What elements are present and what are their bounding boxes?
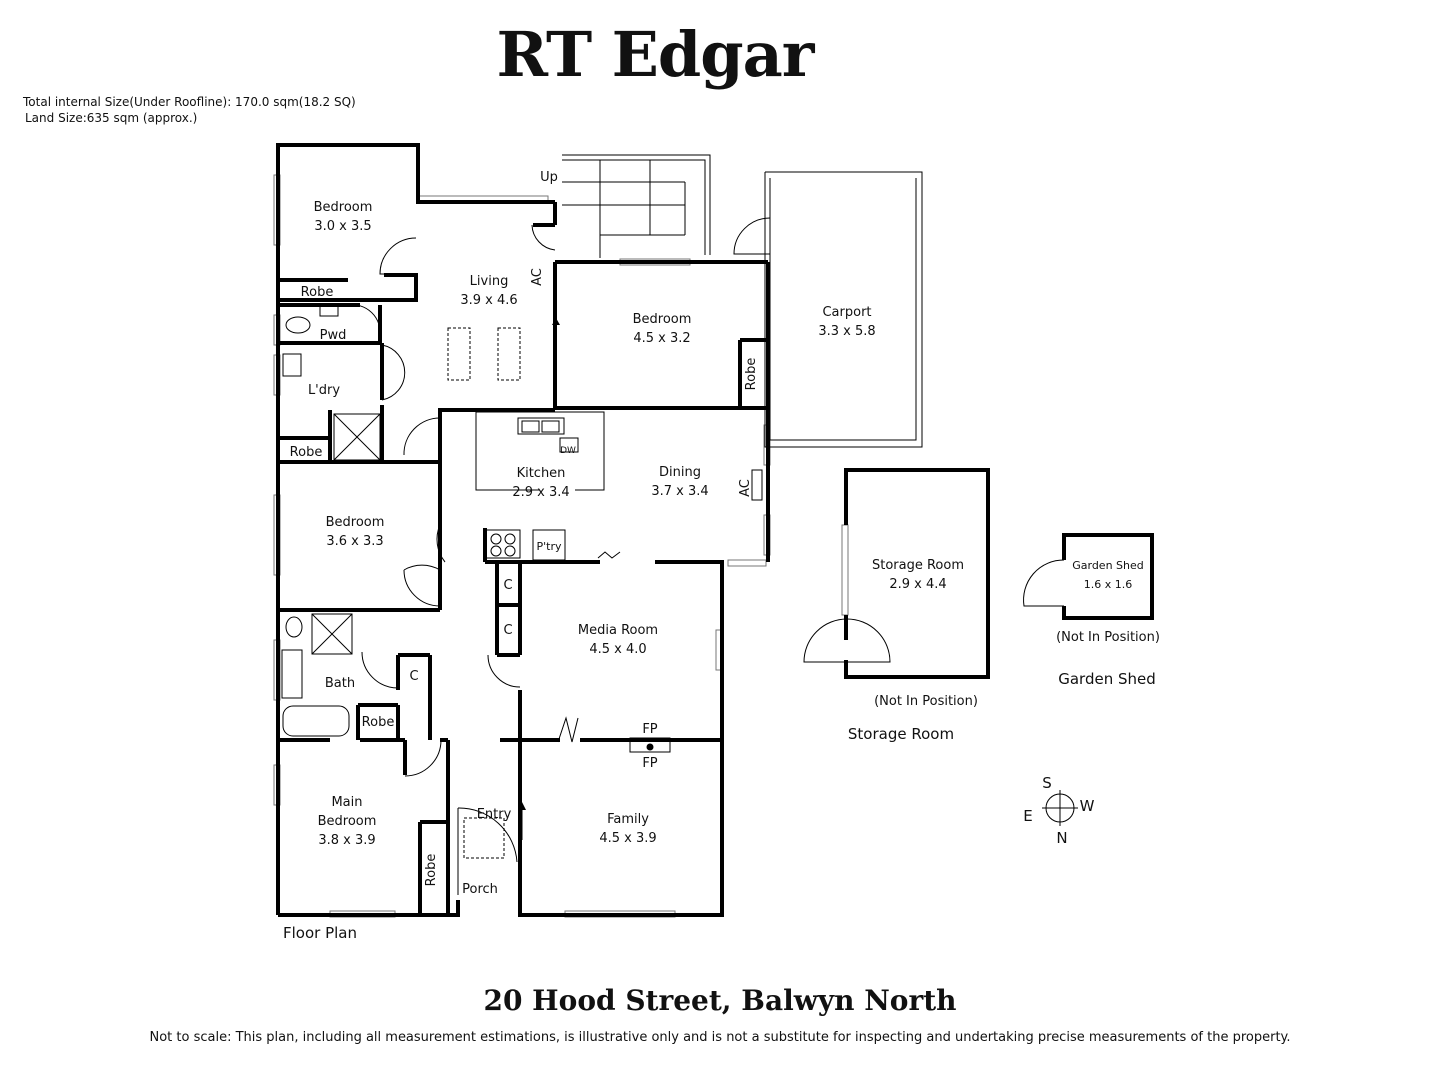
room-labels: Bedroom 3.0 x 3.5 Robe Living 3.9 x 4.6 … — [283, 170, 1160, 942]
storage-note: (Not In Position) — [874, 694, 978, 709]
disclaimer-text: Not to scale: This plan, including all m… — [149, 1030, 1291, 1045]
land-size-text: Land Size:635 sqm (approx.) — [25, 111, 198, 125]
kitchen-size: 2.9 x 3.4 — [512, 485, 569, 500]
family-size: 4.5 x 3.9 — [599, 831, 656, 846]
floor-plan-label: Floor Plan — [283, 924, 357, 942]
entry-label: Entry — [477, 807, 512, 822]
bedroom2-name: Bedroom — [633, 312, 692, 327]
ldry-label: L'dry — [308, 383, 340, 398]
carport-name: Carport — [822, 305, 871, 320]
main-bedroom-line2: Bedroom — [318, 814, 377, 829]
internal-size-text: Total internal Size(Under Roofline): 170… — [23, 95, 356, 109]
dining-name: Dining — [659, 465, 701, 480]
compass-e: E — [1023, 807, 1032, 825]
dining-size: 3.7 x 3.4 — [651, 484, 708, 499]
living-size: 3.9 x 4.6 — [460, 293, 517, 308]
compass-w: W — [1080, 797, 1095, 815]
fixtures — [281, 154, 923, 859]
family-name: Family — [607, 812, 649, 827]
outbuildings — [844, 468, 1154, 679]
storage-name: Storage Room — [872, 558, 964, 573]
storage-caption: Storage Room — [848, 725, 954, 743]
media-size: 4.5 x 4.0 — [589, 642, 646, 657]
bedroom1-name: Bedroom — [314, 200, 373, 215]
bedroom3-size: 3.6 x 3.3 — [326, 534, 383, 549]
pantry-label: P'try — [536, 540, 561, 553]
bath-label: Bath — [325, 676, 355, 691]
main-bedroom-size: 3.8 x 3.9 — [318, 833, 375, 848]
living-name: Living — [470, 274, 509, 289]
c3-label: C — [409, 669, 418, 684]
robe3-label: Robe — [290, 445, 323, 460]
media-name: Media Room — [578, 623, 658, 638]
compass-s: S — [1042, 774, 1052, 792]
robe2-label: Robe — [744, 358, 759, 391]
carport-size: 3.3 x 5.8 — [818, 324, 875, 339]
c2-label: C — [503, 623, 512, 638]
compass-icon — [1042, 790, 1078, 826]
fp1-label: FP — [642, 722, 657, 737]
robe1-label: Robe — [301, 285, 334, 300]
property-address: 20 Hood Street, Balwyn North — [483, 984, 957, 1017]
dw-label: DW — [560, 446, 576, 456]
house-walls — [276, 143, 770, 917]
porch-label: Porch — [462, 882, 498, 897]
robe5-label: Robe — [424, 854, 439, 887]
shed-caption: Garden Shed — [1058, 670, 1156, 688]
compass-n: N — [1056, 829, 1067, 847]
bedroom3-name: Bedroom — [326, 515, 385, 530]
shed-name: Garden Shed — [1072, 559, 1144, 572]
ac1-label: AC — [530, 268, 545, 286]
robe4-label: Robe — [362, 715, 395, 730]
bedroom2-size: 4.5 x 3.2 — [633, 331, 690, 346]
bedroom1-size: 3.0 x 3.5 — [314, 219, 371, 234]
brand-logo: RT Edgar — [496, 18, 815, 91]
c1-label: C — [503, 578, 512, 593]
shed-size: 1.6 x 1.6 — [1084, 578, 1133, 591]
pwd-label: Pwd — [320, 328, 347, 343]
storage-size: 2.9 x 4.4 — [889, 577, 946, 592]
fp2-label: FP — [642, 756, 657, 771]
kitchen-name: Kitchen — [517, 466, 566, 481]
shed-note: (Not In Position) — [1056, 630, 1160, 645]
up-label: Up — [540, 170, 558, 185]
ac2-label: AC — [738, 479, 753, 497]
main-bedroom-line1: Main — [331, 795, 362, 810]
doors — [347, 217, 1065, 895]
